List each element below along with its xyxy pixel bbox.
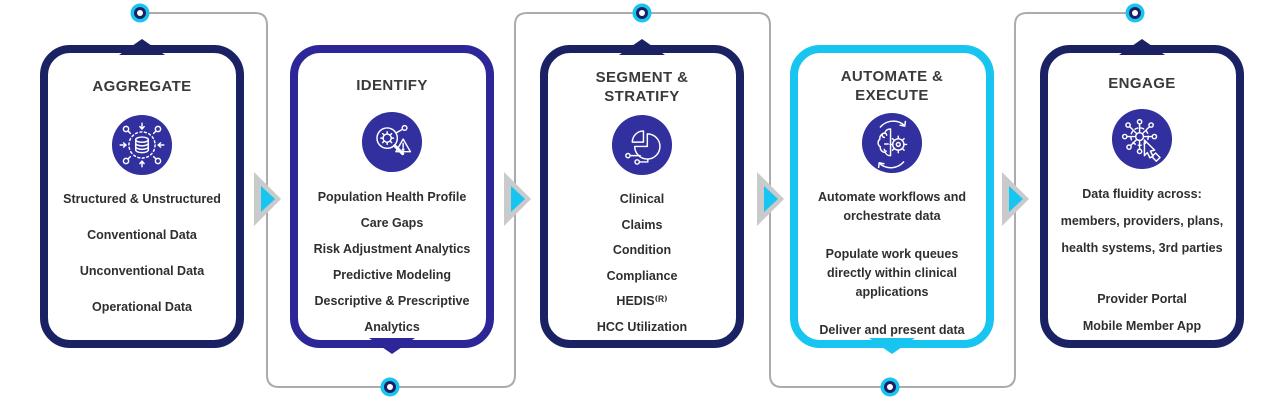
- card-item: Compliance: [606, 268, 678, 283]
- flow-arrow: [504, 172, 531, 226]
- card-item: Risk Adjustment Analytics: [313, 242, 471, 256]
- segment-stratify-icon: [611, 114, 673, 176]
- card-item: HEDIS⁽ᴿ⁾: [616, 294, 668, 308]
- card-title: IDENTIFY: [356, 76, 428, 94]
- card-title: AUTOMATE & EXECUTE: [840, 67, 944, 105]
- automate-execute-icon: [861, 112, 923, 174]
- connector-node: [1125, 3, 1145, 23]
- card-items: Structured & Unstructured Conventional D…: [50, 192, 234, 315]
- card-notch: [1119, 39, 1165, 55]
- engage-icon: [1111, 108, 1173, 170]
- card-title: SEGMENT & STRATIFY: [595, 68, 689, 106]
- card-item: Data fluidity across: members, providers…: [1060, 187, 1224, 255]
- card-item: Automate workflows and orchestrate data: [818, 190, 966, 223]
- card-item: Population Health Profile: [317, 190, 467, 204]
- identify-icon: [361, 111, 423, 173]
- card-item: Operational Data: [91, 300, 193, 314]
- stage-card-aggregate: AGGREGATE: [40, 39, 244, 348]
- card-item: Deliver and present data: [819, 323, 965, 337]
- card-items: Population Health Profile Care Gaps Risk…: [300, 184, 484, 340]
- card-notch: [119, 39, 165, 55]
- card-item: Structured & Unstructured: [63, 192, 221, 206]
- card-item: Clinical: [619, 192, 665, 206]
- stage-card-engage: ENGAGE: [1040, 39, 1244, 348]
- aggregate-icon: [111, 114, 173, 176]
- connector-node: [880, 377, 900, 397]
- flow-arrow: [757, 172, 784, 226]
- card-item: Condition: [612, 243, 672, 257]
- connector-node: [130, 3, 150, 23]
- card-notch: [619, 39, 665, 55]
- card-notch: [369, 338, 415, 354]
- card-items: Automate workflows and orchestrate data …: [800, 188, 984, 340]
- card-title: AGGREGATE: [92, 78, 192, 96]
- card-notch: [869, 338, 915, 354]
- card-item: Care Gaps: [360, 216, 424, 230]
- stage-card-identify: IDENTIFY Population Health Profile: [290, 45, 494, 354]
- card-items: Data fluidity across: members, providers…: [1050, 181, 1234, 340]
- card-item: Descriptive & Prescriptive Analytics: [314, 294, 470, 334]
- card-title: ENGAGE: [1108, 75, 1176, 93]
- card-items: Clinical Claims Condition Compliance HED…: [550, 187, 734, 340]
- flow-arrow: [254, 172, 281, 226]
- card-item: Unconventional Data: [79, 264, 205, 278]
- card-item: HCC Utilization: [596, 319, 688, 334]
- stage-card-automate-execute: AUTOMATE & EXECUTE Automate workflows a: [790, 45, 994, 354]
- flow-arrow: [1002, 172, 1029, 226]
- card-item: Populate work queues directly within cli…: [825, 247, 959, 299]
- stage-card-segment-stratify: SEGMENT & STRATIFY Clinical Claims Condi…: [540, 39, 744, 348]
- card-item: Predictive Modeling: [332, 268, 452, 282]
- card-item: Mobile Member App: [1082, 319, 1202, 333]
- card-item: Claims: [621, 217, 663, 232]
- connector-node: [380, 377, 400, 397]
- card-item: Conventional Data: [87, 228, 197, 242]
- connector-node: [632, 3, 652, 23]
- card-item: Provider Portal: [1097, 292, 1187, 306]
